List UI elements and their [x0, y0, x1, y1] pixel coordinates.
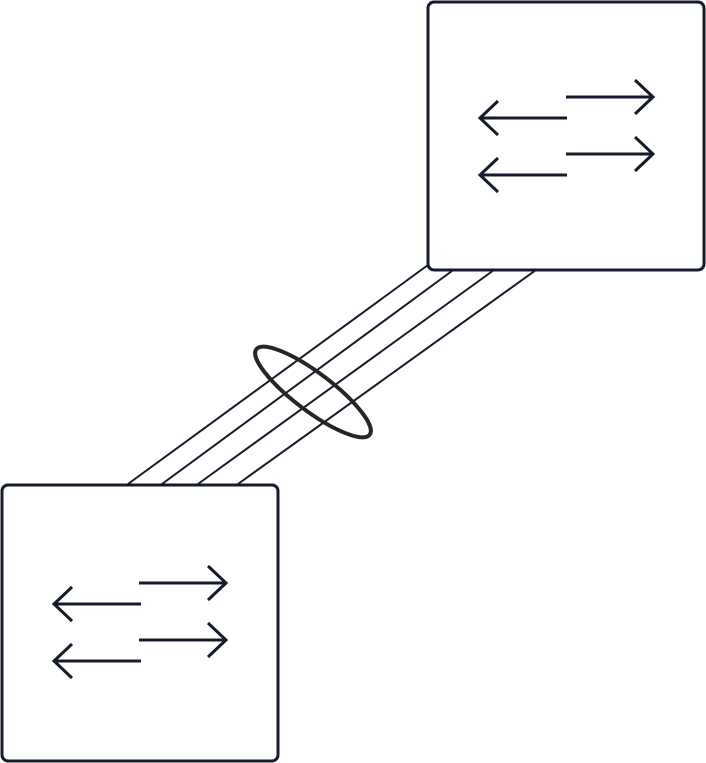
- link-2: [161, 267, 457, 485]
- switch-top-right-box: [426, 0, 706, 272]
- link-bundle: [127, 264, 537, 485]
- arrow-left-icon: [51, 642, 141, 680]
- link-4: [237, 269, 537, 485]
- bundle-ring-icon: [253, 344, 373, 440]
- arrow-left-icon: [477, 156, 567, 194]
- switch-icon: [51, 564, 229, 680]
- switch-bottom-left-box: [0, 483, 280, 763]
- arrow-right-icon: [139, 564, 229, 602]
- link-3: [197, 269, 495, 485]
- switch-bottom-left[interactable]: [0, 483, 280, 763]
- arrow-left-icon: [51, 585, 141, 623]
- arrow-right-icon: [566, 78, 656, 116]
- switch-top-right[interactable]: [426, 0, 706, 272]
- switch-icon: [477, 78, 656, 194]
- arrow-left-icon: [477, 99, 567, 137]
- arrow-right-icon: [566, 135, 656, 173]
- link-1: [127, 264, 429, 485]
- arrow-right-icon: [139, 621, 229, 659]
